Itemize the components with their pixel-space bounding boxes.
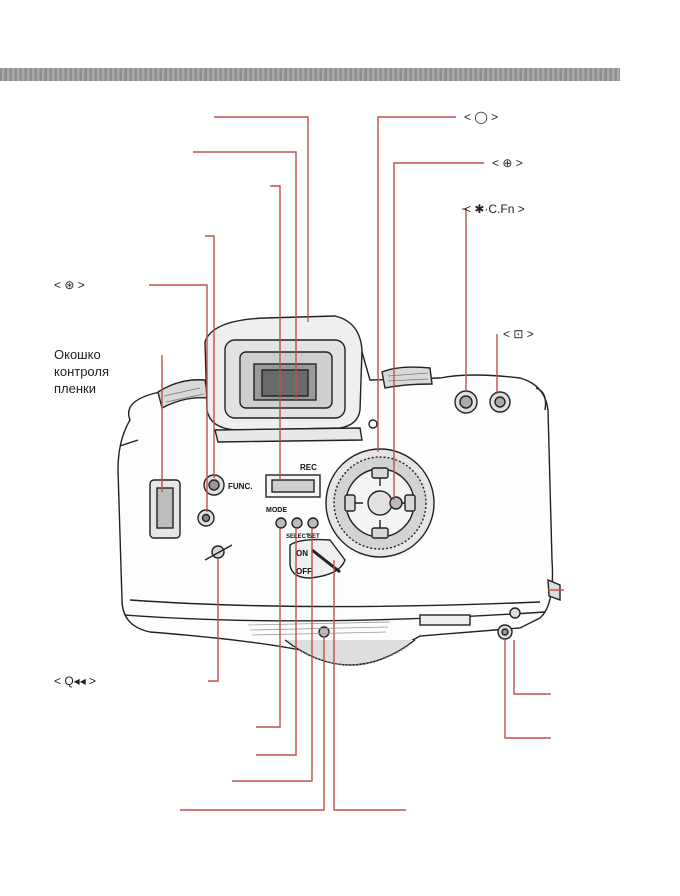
callout-lines — [149, 116, 564, 811]
callout-metering — [149, 284, 208, 512]
camera-body — [117, 315, 561, 666]
film-window-label: Окошко контроля пленки — [54, 346, 109, 397]
on-marking: ON — [296, 549, 308, 558]
callout-eyecup — [214, 116, 309, 322]
callout-func — [205, 235, 215, 478]
callout-set — [232, 528, 313, 782]
func-marking: FUNC. — [228, 482, 252, 491]
rec-marking: REC — [300, 463, 317, 472]
af-point-label: < ⊡ > — [503, 327, 534, 341]
header-band — [0, 68, 620, 81]
callout-battery — [504, 640, 551, 739]
metering-label: < ⊛ > — [54, 278, 85, 292]
cross-keys-symbol-label: < ⊕ > — [492, 156, 523, 170]
select-marking: SELECT — [286, 534, 310, 540]
callout-eyepiece — [193, 151, 297, 400]
mode-marking: MODE — [266, 507, 287, 514]
callout-strap — [513, 640, 551, 695]
set-marking: SET — [308, 534, 320, 540]
film-window-line-3: пленки — [54, 381, 96, 396]
callout-main-switch — [333, 560, 406, 811]
callout-tripod — [180, 636, 325, 811]
callout-ael — [462, 208, 467, 392]
callout-rewind — [208, 558, 219, 682]
callout-dial — [377, 116, 456, 452]
rewind-label: < Q◂◂ > — [54, 674, 97, 688]
film-window-line-1: Окошко — [54, 347, 101, 362]
ael-cfn-label: < ✱·C.Fn > — [464, 202, 525, 216]
dial-symbol-label: < ◯ > — [464, 110, 499, 124]
off-marking: OFF — [296, 567, 312, 576]
film-window-line-2: контроля — [54, 364, 109, 379]
callout-select — [256, 528, 297, 756]
callout-mode — [256, 528, 281, 728]
callout-cross-keys — [393, 162, 484, 500]
callout-viewfinder — [270, 185, 281, 480]
